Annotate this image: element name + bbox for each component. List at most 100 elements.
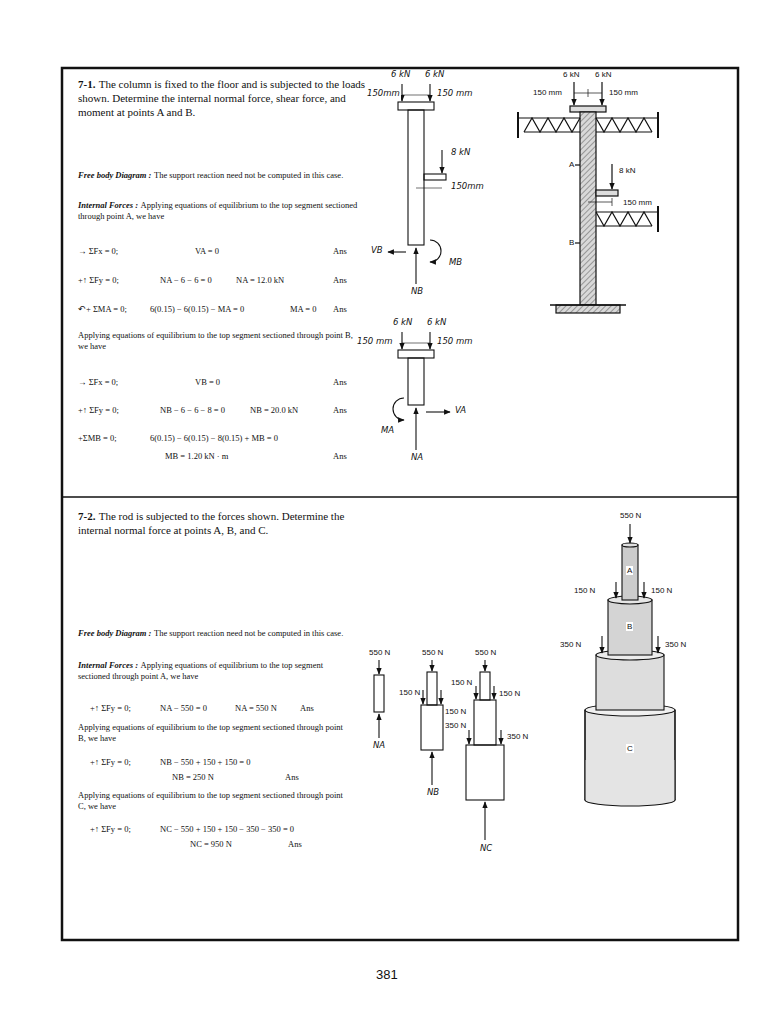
answer-mark: Ans [285,773,299,783]
answer-mark: Ans [333,247,347,257]
load-label: 350 N [664,640,687,649]
equation: +↑ ΣFy = 0; [90,704,131,714]
note-text: Applying equations of equilibrium to the… [78,790,343,811]
column-figure [596,211,658,212]
rod-figure [596,655,664,710]
load-label: 550 N [368,648,391,657]
free-body-sketch [378,714,379,738]
dimension-label: 150 mm [436,337,474,347]
load-label: 6 kN [392,318,413,328]
column-figure [580,112,596,305]
rod-figure [643,582,644,598]
column-figure [601,82,602,105]
problem-number: 7-2. [78,510,95,522]
answer-mark: Ans [333,305,347,315]
text-paragraph: Internal Forces :Applying equations of e… [78,660,348,681]
load-label: 6 kN [426,318,447,328]
equation: 6(0.15) − 6(0.15) − 8(0.15) + MB = 0 [150,434,278,444]
load-label: 6 kN [562,70,580,79]
free-body-sketch [441,150,442,173]
answer-mark: Ans [300,704,314,714]
point-label: A [568,160,575,169]
equation: +ΣMB = 0; [78,434,117,444]
column-figure [611,164,612,189]
problem-number: 7-1. [78,78,95,90]
load-label: 6 kN [424,70,445,80]
free-body-sketch [422,690,423,704]
text-paragraph: Applying equations of equilibrium to the… [78,790,348,811]
answer-mark: Ans [333,276,347,286]
rod-figure [615,582,616,598]
text-paragraph: Applying equations of equilibrium to the… [78,722,348,743]
free-body-sketch [421,705,443,750]
equation: MA = 0 [290,305,317,315]
equation: → ΣFx = 0; [78,378,118,388]
free-body-sketch [431,660,432,671]
column-figure [518,117,580,118]
column-figure [588,89,589,97]
equation: NB − 550 + 150 + 150 = 0 [160,758,250,768]
rod-figure [585,760,675,800]
equation: +↑ ΣFy = 0; [78,276,119,286]
load-label: 550 N [421,648,444,657]
equation: NB = 250 N [172,773,214,783]
column-figure [596,117,658,118]
free-body-sketch [466,745,504,800]
equation: NC − 550 + 150 + 150 − 350 − 350 = 0 [160,825,294,835]
free-body-sketch [416,188,442,189]
text-paragraph: Free body Diagram :The support reaction … [78,170,353,181]
equation: VA = 0 [195,247,219,257]
free-body-sketch [484,802,485,840]
dimension-label: 150 mm [608,88,639,97]
rod-figure [622,543,638,547]
column-figure [524,118,580,132]
equation: +↑ ΣFy = 0; [78,406,119,416]
free-body-sketch [393,398,404,420]
equation: ↶+ ΣMA = 0; [78,305,127,315]
equation: → ΣFx = 0; [78,247,118,257]
note-text: The support reaction need not be compute… [154,170,343,180]
problem-statement: The column is fixed to the floor and is … [78,78,365,118]
moment-label: MA [380,426,395,436]
answer-mark: Ans [333,452,347,462]
text-paragraph: Internal Forces :Applying equations of e… [78,200,358,221]
rod-figure [622,545,638,600]
free-body-sketch [429,332,430,349]
load-label: 6 kN [390,70,411,80]
point-label: B [626,622,633,631]
column-figure [570,106,606,112]
free-body-sketch [393,332,450,450]
load-label: 550 N [619,511,642,520]
answer-mark: Ans [288,840,302,850]
point-label: C [626,744,634,753]
free-body-sketch [480,672,490,700]
free-body-sketch [468,730,469,744]
free-body-sketch [374,675,384,712]
load-label: 8 kN [618,166,636,175]
free-body-sketch [484,660,485,671]
load-label: 150 N [573,586,596,595]
dimension-label: 150mm [366,89,401,99]
free-body-sketch [398,350,434,358]
free-body-sketch [440,690,441,704]
free-body-sketch [374,660,504,840]
equation: 6(0.15) − 6(0.15) − MA = 0 [150,305,244,315]
force-label: NC [479,844,493,854]
column-figure [518,82,658,313]
column-figure [588,202,612,203]
rod-figure [657,636,658,653]
page-number: 381 [376,968,398,983]
load-label: 350 N [444,721,467,730]
rod-figure [585,710,675,800]
text-paragraph: Free body Diagram :The support reaction … [78,628,348,639]
column-figure [556,305,620,313]
free-body-sketch [401,332,402,349]
free-body-sketch [430,240,441,262]
load-label: 150 N [498,689,521,698]
rod-figure [585,524,675,806]
section-heading: Free body Diagram : [78,170,151,180]
load-label: 150 N [650,586,673,595]
free-body-sketch [415,248,416,284]
